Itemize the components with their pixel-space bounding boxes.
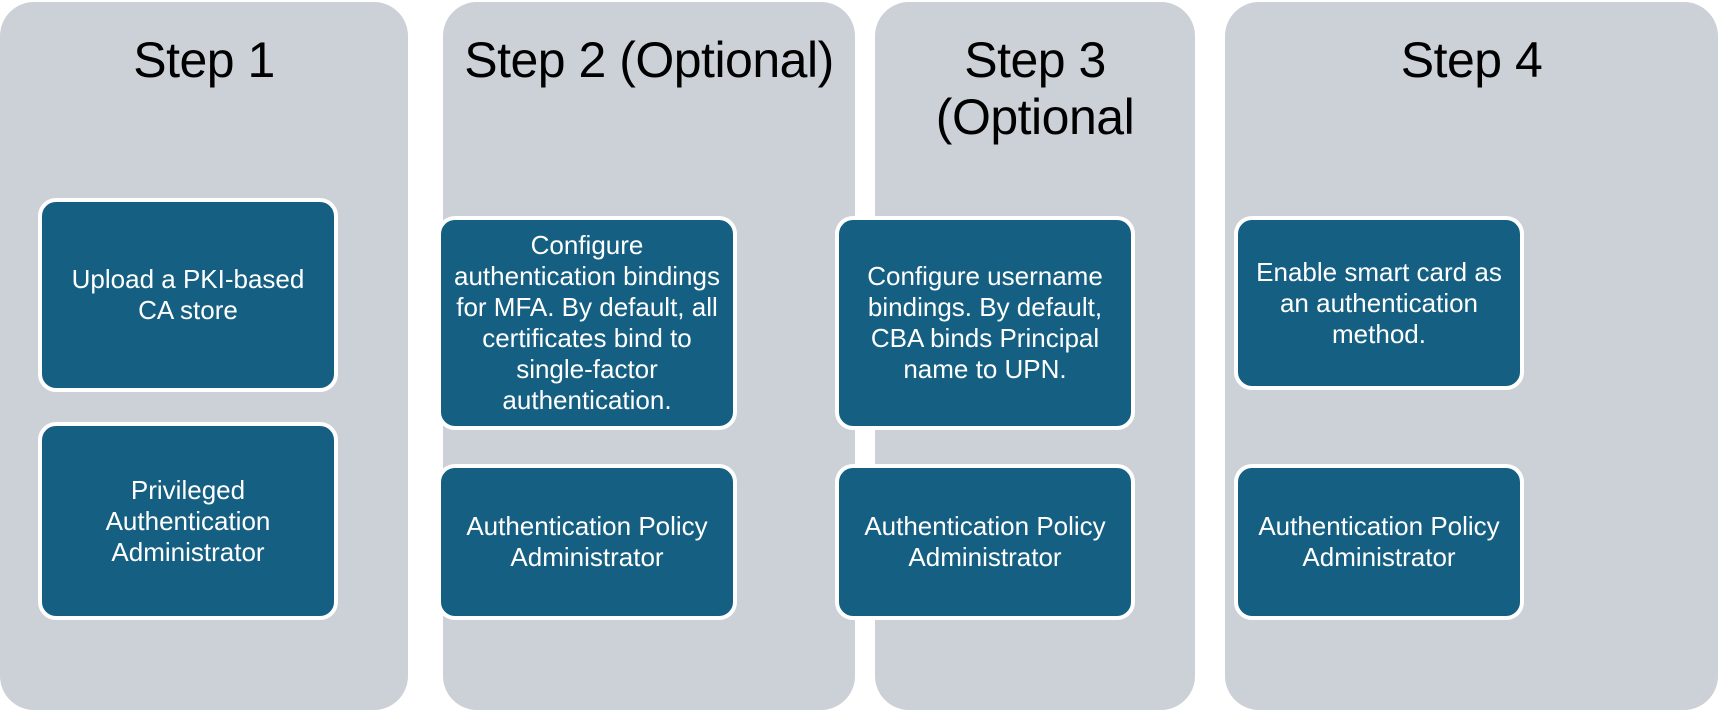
step-4-action-box: Enable smart card as an authentication m…: [1234, 216, 1524, 390]
step-3-role-box: Authentication Policy Administrator: [835, 464, 1135, 620]
step-2-action-box: Configure authentication bindings for MF…: [437, 216, 737, 430]
step-panel-3: Step 3 (Optional Configure username bind…: [835, 2, 1195, 710]
step-1-action-box: Upload a PKI-based CA store: [38, 198, 338, 392]
step-4-role-box: Authentication Policy Administrator: [1234, 464, 1524, 620]
step-2-role-box: Authentication Policy Administrator: [437, 464, 737, 620]
step-panel-2: Step 2 (Optional) Configure authenticati…: [437, 2, 855, 710]
step-panel-1: Step 1 Upload a PKI-based CA store Privi…: [0, 2, 408, 710]
step-4-title: Step 4: [1400, 32, 1543, 88]
step-panel-4: Step 4 Enable smart card as an authentic…: [1225, 2, 1718, 710]
step-2-title: Step 2 (Optional): [464, 32, 834, 88]
step-3-title: Step 3 (Optional: [935, 32, 1135, 145]
step-3-action-box: Configure username bindings. By default,…: [835, 216, 1135, 430]
step-1-title: Step 1: [133, 32, 275, 88]
step-1-role-box: Privileged Authentication Administrator: [38, 422, 338, 620]
